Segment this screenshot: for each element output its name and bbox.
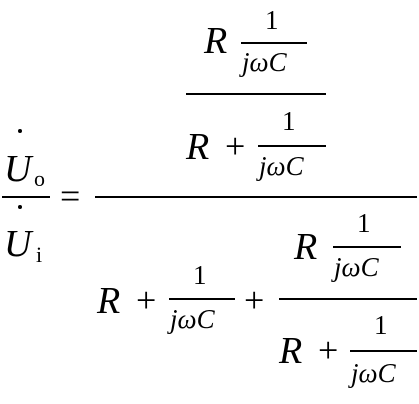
par-top-r: R (294, 226, 318, 268)
num-top-frac-den: jωC (242, 47, 287, 77)
num-bottom-r: R (186, 126, 210, 168)
par-top-frac-bar (333, 246, 401, 248)
main-fraction-bar (95, 196, 417, 198)
par-bottom-frac-den: jωC (351, 358, 396, 388)
par-bottom-r: R (279, 330, 303, 372)
u-out-dot (18, 129, 22, 133)
den-frac-den: jωC (170, 304, 215, 334)
u-in-dot (18, 205, 22, 209)
par-bottom-frac-num: 1 (374, 310, 388, 340)
num-mid-fraction-bar (186, 93, 326, 95)
lhs-fraction-bar (2, 196, 50, 198)
par-bottom-frac-bar (350, 350, 417, 352)
u-in-symbol: U (4, 223, 32, 265)
num-top-r: R (204, 20, 228, 62)
par-top-frac-num: 1 (357, 208, 371, 238)
den-frac-num: 1 (193, 260, 207, 290)
par-top-frac-den: jωC (334, 252, 379, 282)
den-r: R (97, 280, 121, 322)
num-bottom-frac-num: 1 (282, 106, 296, 136)
num-bottom-frac-den: jωC (259, 151, 304, 181)
num-top-frac-bar (241, 42, 307, 44)
den-frac-bar (169, 298, 235, 300)
equals-sign: = (60, 176, 81, 216)
num-top-frac-num: 1 (265, 5, 279, 35)
den-plus-1: + (136, 280, 157, 320)
num-bottom-plus: + (225, 126, 246, 166)
u-out-symbol: U (4, 148, 32, 190)
u-out-subscript: o (34, 166, 45, 191)
den-plus-2: + (244, 280, 265, 320)
num-bottom-frac-bar (258, 145, 326, 147)
par-bottom-plus: + (318, 330, 339, 370)
par-mid-fraction-bar (279, 298, 417, 300)
u-in-subscript: i (36, 242, 43, 267)
